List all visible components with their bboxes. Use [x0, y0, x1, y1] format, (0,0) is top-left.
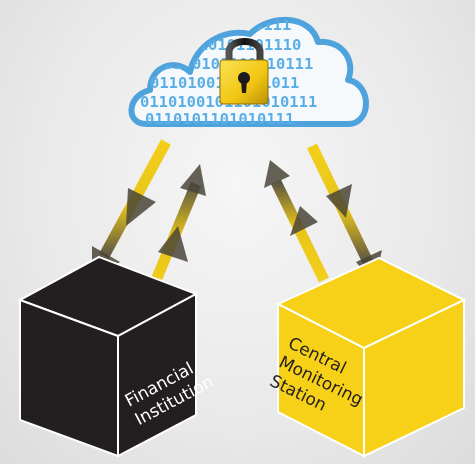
central-monitoring-station-cube: Central Monitoring Station [266, 256, 467, 458]
financial-institution-cube: Financial Institution [17, 255, 217, 458]
binary-line-6: 0110101101010111 [145, 110, 294, 128]
svg-text:0110101101010111: 0110101101010111 [145, 110, 294, 128]
cube-right-face [117, 292, 197, 458]
arrow-central-to-cloud [264, 160, 329, 283]
cube-right-face [363, 298, 465, 458]
padlock-icon [219, 38, 269, 105]
